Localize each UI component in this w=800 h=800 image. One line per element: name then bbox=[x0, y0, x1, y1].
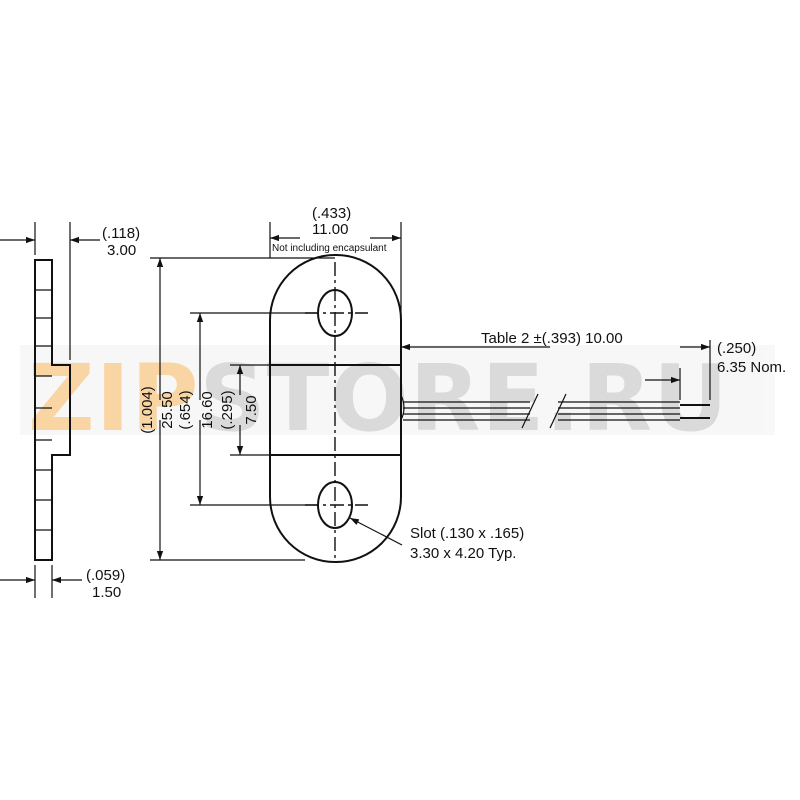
length-inch: (1.004) bbox=[139, 386, 156, 434]
length-mm: 25.50 bbox=[159, 391, 176, 429]
lead-length-text: Table 2 ±(.393) 10.00 bbox=[481, 330, 623, 347]
watermark-prefix: ZIPSTORE.RU bbox=[28, 345, 729, 452]
sensor-body bbox=[269, 254, 402, 563]
body-height-mm: 7.50 bbox=[243, 395, 260, 424]
side-profile bbox=[34, 259, 71, 561]
slot-line2: 3.30 x 4.20 Typ. bbox=[410, 545, 516, 562]
hole-spacing-inch: (.654) bbox=[177, 390, 194, 429]
width-inch: (.433) bbox=[312, 205, 351, 222]
watermark: ZIPSTORE.RU bbox=[20, 345, 775, 452]
side-thickness-inch: (.118) bbox=[102, 225, 140, 242]
slot-line1: Slot (.130 x .165) bbox=[410, 525, 524, 542]
strip-mm: 6.35 Nom. bbox=[717, 359, 786, 376]
watermark-suffix-text: STORE.RU bbox=[199, 345, 728, 452]
watermark-prefix-text: ZIP bbox=[28, 345, 199, 452]
side-ticks bbox=[35, 289, 52, 531]
lead-wires bbox=[403, 401, 680, 421]
strip-inch: (.250) bbox=[717, 340, 756, 357]
front-view: (.433) 11.00 Not including encapsulant (… bbox=[139, 205, 786, 563]
hole-spacing-mm: 16.60 bbox=[199, 391, 216, 429]
side-view: (.118) 3.00 (.059) 1.50 bbox=[0, 222, 140, 601]
width-mm: 11.00 bbox=[312, 221, 348, 238]
side-thickness-mm: 3.00 bbox=[107, 242, 136, 259]
side-tab-inch: (.059) bbox=[86, 567, 125, 584]
body-height-inch: (.295) bbox=[219, 390, 236, 429]
side-tab-mm: 1.50 bbox=[92, 584, 121, 601]
width-note: Not including encapsulant bbox=[272, 243, 387, 254]
